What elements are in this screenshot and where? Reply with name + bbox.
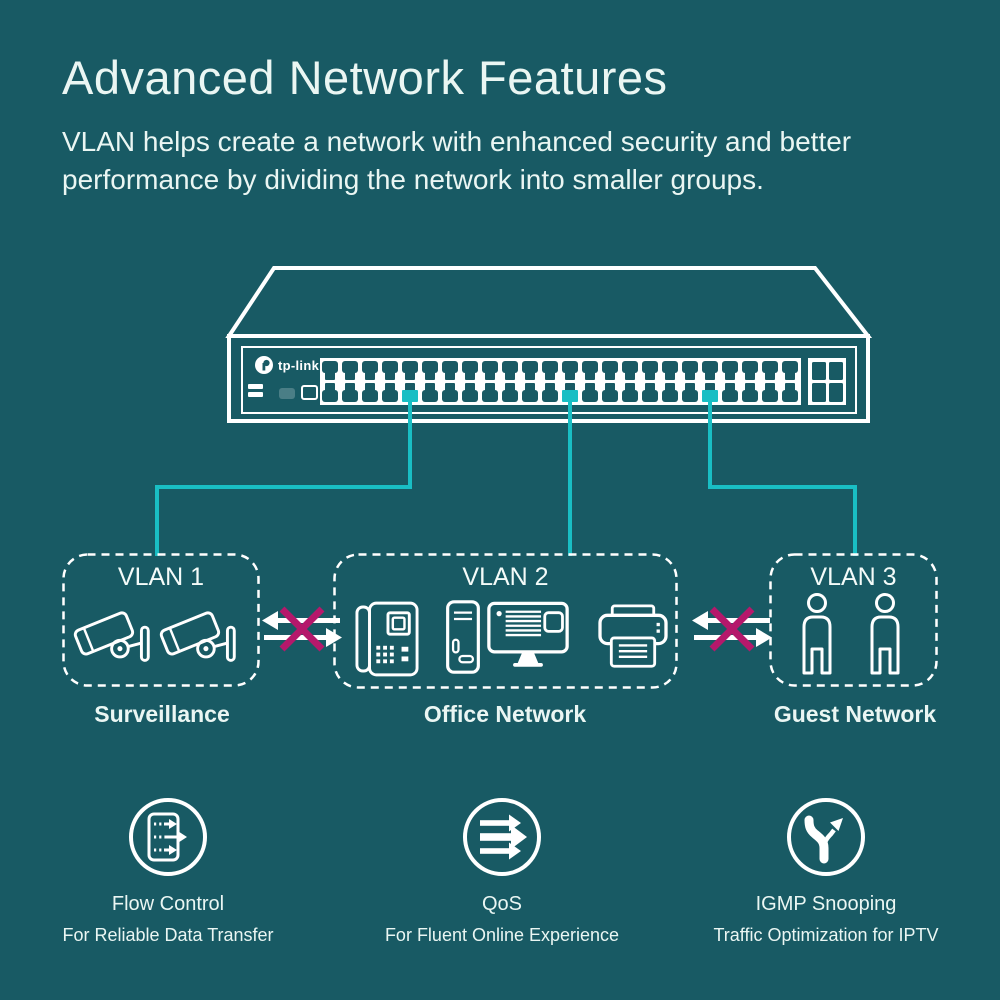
rj45-port-icon	[765, 370, 775, 380]
page-subtitle-line-1: VLAN helps create a network with enhance…	[62, 126, 852, 157]
rj45-port-icon	[445, 370, 455, 380]
rj45-port-icon	[745, 370, 755, 380]
rj45-port-icon	[485, 370, 495, 380]
rj45-port-icon	[705, 370, 715, 380]
switch-top-panel	[225, 266, 873, 338]
feature-title: IGMP Snooping	[755, 893, 897, 915]
blocked-x-icon	[709, 606, 755, 652]
rj45-port-icon	[525, 370, 535, 380]
rj45-port-icon	[762, 390, 778, 402]
rj45-port-icon	[545, 370, 555, 380]
rj45-port-icon	[725, 370, 735, 380]
tp-link-logo-icon: tp-link	[255, 356, 320, 374]
led-indicators	[248, 384, 263, 397]
rj45-port-icon	[502, 390, 518, 402]
rj45-port-icon	[422, 390, 438, 402]
connected-port-indicator	[402, 390, 418, 402]
console-port-icon	[301, 385, 318, 400]
vlan1-label: VLAN 1	[117, 563, 205, 591]
feature-description: For Reliable Data Transfer	[62, 925, 274, 945]
connected-port-indicator	[562, 390, 578, 402]
person-icon	[802, 593, 832, 675]
rj45-port-icon	[645, 370, 655, 380]
vlan2-dashed-border	[333, 553, 678, 689]
rj45-port-icon	[522, 390, 538, 402]
switch-front-inner-frame	[241, 346, 857, 414]
blocked-x-icon	[279, 606, 325, 652]
rj45-port-icon	[685, 370, 695, 380]
vlan2-label: VLAN 2	[462, 563, 549, 591]
feature-igmp-snooping: IGMP Snooping Traffic Optimization for I…	[676, 795, 976, 946]
vlan3-name-label: Guest Network	[773, 701, 937, 727]
vlan1-dashed-border	[62, 553, 260, 687]
ip-phone-icon	[355, 601, 419, 677]
network-switch-graphic: tp-link	[225, 266, 873, 423]
rj45-port-icon	[605, 370, 615, 380]
rj45-port-icon	[585, 370, 595, 380]
rj45-port-icon	[385, 370, 395, 380]
feature-description: For Fluent Online Experience	[384, 925, 620, 945]
rj45-port-icon	[405, 370, 415, 380]
blocked-link-icon-right	[692, 606, 772, 652]
flow-control-icon	[129, 798, 207, 876]
vlan1-name-label: Surveillance	[94, 701, 230, 727]
blocked-link-icon-left	[262, 606, 342, 652]
rj45-port-icon	[505, 370, 515, 380]
feature-qos: QoS For Fluent Online Experience	[352, 795, 652, 946]
igmp-snooping-icon	[787, 798, 865, 876]
vlan2-name-label: Office Network	[423, 701, 587, 727]
rj45-port-icon	[325, 370, 335, 380]
rj45-port-icon	[782, 390, 798, 402]
rj45-port-icon	[542, 390, 558, 402]
brand-text: tp-link	[278, 358, 320, 373]
rj45-port-icon	[442, 390, 458, 402]
vlan3-box: VLAN 3	[769, 553, 938, 687]
rj45-port-icon	[425, 370, 435, 380]
vlan3-label: VLAN 3	[810, 563, 897, 591]
rj45-port-icon	[345, 370, 355, 380]
feature-title: Flow Control	[111, 893, 225, 915]
connected-port-indicator	[702, 390, 718, 402]
person-icon	[870, 593, 900, 675]
rj45-port-icon	[642, 390, 658, 402]
rj45-port-icon	[382, 390, 398, 402]
rj45-port-icon	[342, 390, 358, 402]
qos-icon	[463, 798, 541, 876]
cctv-camera-icon	[73, 611, 150, 662]
feature-description: Traffic Optimization for IPTV	[713, 925, 939, 945]
printer-icon	[598, 604, 668, 668]
switch-front-panel	[227, 334, 870, 423]
rj45-port-icon	[322, 390, 338, 402]
rj45-port-icon	[465, 370, 475, 380]
feature-title: QoS	[481, 893, 523, 915]
rj45-port-icon	[622, 390, 638, 402]
rj45-port-icon	[785, 370, 795, 380]
page-title: Advanced Network Features	[62, 51, 668, 104]
rj45-port-icon	[362, 390, 378, 402]
rj45-port-icon	[665, 370, 675, 380]
rj45-port-icon	[582, 390, 598, 402]
rj45-port-icon	[625, 370, 635, 380]
desktop-monitor-icon	[487, 601, 569, 667]
rj45-port-icon	[602, 390, 618, 402]
vlan1-box: VLAN 1	[62, 553, 260, 687]
rj45-port-icon	[365, 370, 375, 380]
reset-button-icon	[279, 388, 295, 399]
computer-tower-icon	[446, 600, 480, 674]
rj45-port-icon	[722, 390, 738, 402]
rj45-port-icon	[482, 390, 498, 402]
rj45-port-icon	[662, 390, 678, 402]
rj45-port-icon	[742, 390, 758, 402]
feature-flow-control: Flow Control For Reliable Data Transfer	[18, 795, 318, 946]
vlan2-box: VLAN 2	[333, 553, 678, 689]
rj45-port-icon	[682, 390, 698, 402]
rj45-port-icon	[565, 370, 575, 380]
sfp-uplink-ports	[808, 358, 846, 405]
vlan3-dashed-border	[769, 553, 938, 687]
page-subtitle: VLAN helps create a network with enhance…	[62, 123, 942, 199]
rj45-port-icon	[462, 390, 478, 402]
page-subtitle-line-2: performance by dividing the network into…	[62, 164, 764, 195]
cctv-camera-icon	[159, 611, 236, 662]
